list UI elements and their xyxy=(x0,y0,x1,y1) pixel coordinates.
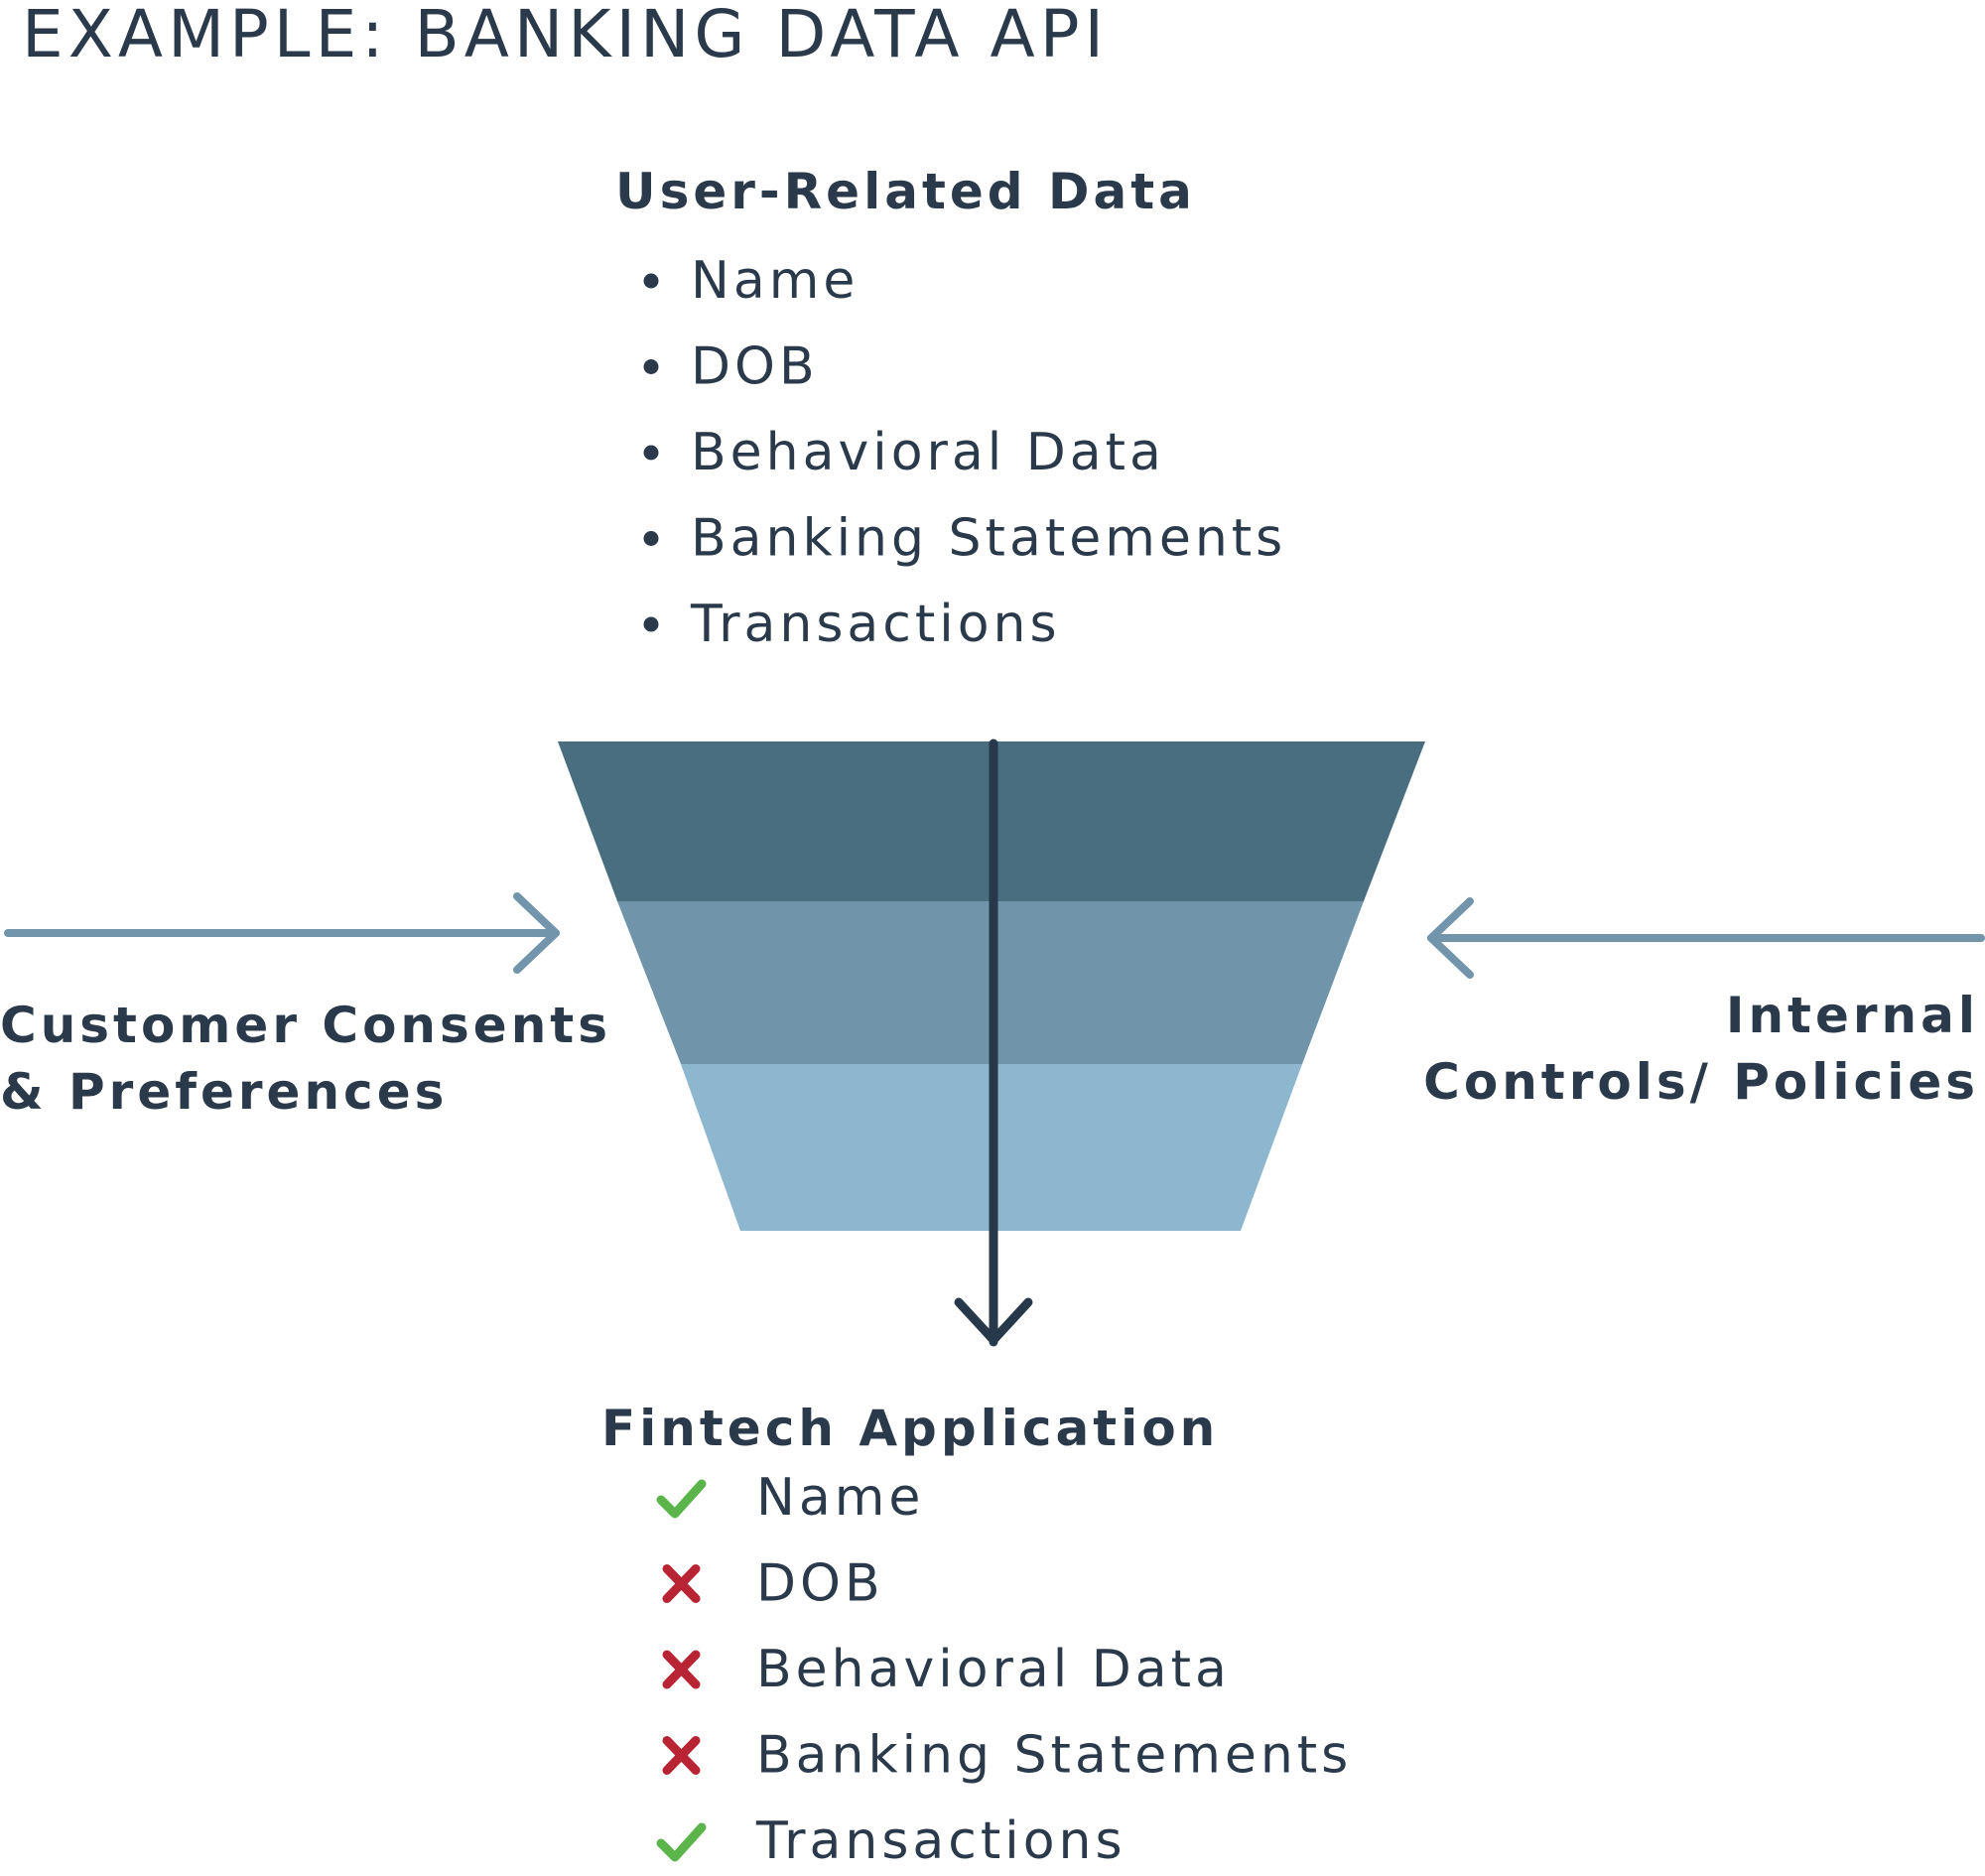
output-item-label: Transactions xyxy=(755,1811,1126,1871)
output-list-item: DOB xyxy=(662,1554,884,1614)
output-list-item: Transactions xyxy=(656,1811,1126,1871)
left-input-label-line-1: Customer Consents xyxy=(0,997,611,1054)
cross-icon xyxy=(662,1736,701,1775)
source-item-label: Behavioral Data xyxy=(691,423,1165,482)
cross-icon xyxy=(662,1564,701,1603)
source-item-label: Banking Statements xyxy=(691,509,1286,569)
output-list-item: Banking Statements xyxy=(662,1726,1352,1786)
source-list-item: Banking Statements xyxy=(643,509,1286,569)
right-input-label-line-1: Internal xyxy=(1726,987,1979,1044)
diagram-title: EXAMPLE: BANKING DATA API xyxy=(22,0,1109,72)
funnel xyxy=(558,738,1425,1347)
bullet-dot xyxy=(643,273,659,289)
output-list-item: Behavioral Data xyxy=(662,1640,1231,1699)
output-item-label: Behavioral Data xyxy=(756,1640,1231,1699)
flow-arrow-head xyxy=(954,1297,1033,1345)
bullet-dot xyxy=(643,359,659,374)
source-heading: User-Related Data xyxy=(615,163,1196,220)
right-input-arrow xyxy=(1427,897,1985,979)
bullet-dot xyxy=(643,616,659,632)
source-item-label: DOB xyxy=(691,337,819,397)
source-list-item: Behavioral Data xyxy=(643,423,1165,482)
output-item-label: Name xyxy=(756,1468,924,1528)
right-input-label-line-2: Controls/ Policies xyxy=(1423,1053,1979,1111)
bullet-dot xyxy=(643,531,659,546)
output-item-label: DOB xyxy=(756,1554,884,1614)
bullet-dot xyxy=(643,445,659,461)
source-list-item: Name xyxy=(643,251,859,311)
source-item-label: Name xyxy=(691,251,859,311)
source-item-label: Transactions xyxy=(690,595,1061,654)
source-list-item: Transactions xyxy=(643,595,1061,654)
cross-icon xyxy=(662,1650,701,1689)
left-input-label-line-2: & Preferences xyxy=(0,1063,448,1121)
left-input-arrow xyxy=(4,892,560,974)
check-icon xyxy=(656,1822,707,1862)
source-list-item: DOB xyxy=(643,337,819,397)
output-list-item: Name xyxy=(656,1468,924,1528)
check-icon xyxy=(656,1479,707,1519)
output-heading: Fintech Application xyxy=(601,1400,1219,1457)
output-item-label: Banking Statements xyxy=(756,1726,1352,1786)
